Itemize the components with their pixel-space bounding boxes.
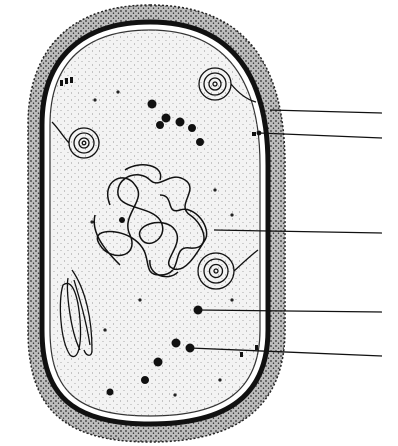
bacterium-diagram bbox=[0, 0, 398, 446]
